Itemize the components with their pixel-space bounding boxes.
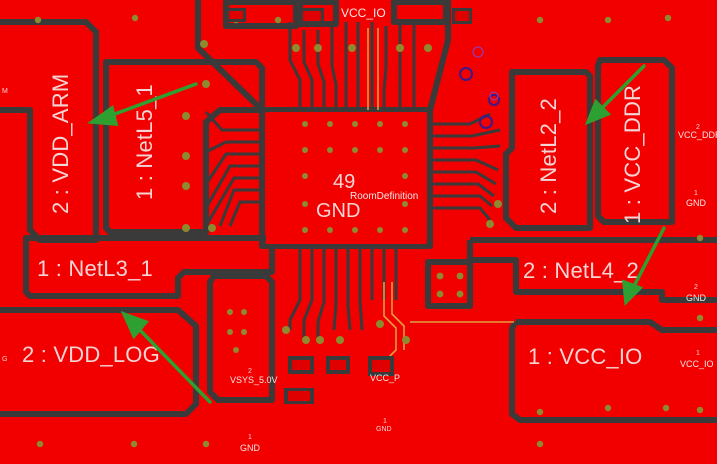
right-vcc-io-pin-number: 1 <box>696 350 700 357</box>
ic-pin-number: 49 <box>333 171 356 193</box>
net-label-netl2: 2 : NetL2_2 <box>536 98 561 214</box>
vsys-label: VSYS_5.0V <box>230 375 278 385</box>
right-vcc-ddr-pin-number: 2 <box>696 124 700 131</box>
gnd-bottom2-pin-number: 1 <box>383 418 387 425</box>
net-label-vcc-io: 1 : VCC_IO <box>528 344 643 369</box>
top-vcc-io-label: VCC_IO <box>341 6 386 20</box>
net-label-vcc-ddr: 1 : VCC_DDR <box>620 84 645 224</box>
net-label-netl5: 1 : NetL5_1 <box>132 84 157 200</box>
right-vcc-io-label: VCC_IO <box>680 359 714 369</box>
room-definition-label[interactable]: RoomDefinition <box>350 191 419 202</box>
left-edge-m-label: M <box>2 88 8 95</box>
right-gnd1-pin-number: 1 <box>694 190 698 197</box>
net-label-vdd-arm: 2 : VDD_ARM <box>48 73 73 214</box>
net-label-vdd-log: 2 : VDD_LOG <box>22 342 160 367</box>
net-label-netl3: 1 : NetL3_1 <box>37 256 153 281</box>
right-vcc-ddr-label: VCC_DDR <box>678 130 717 140</box>
gnd-bottom-pin-number: 1 <box>248 434 252 441</box>
vcc-p-label: VCC_P <box>370 373 401 383</box>
left-edge-g-label: G <box>2 356 8 363</box>
gnd-bottom2-label: GND <box>376 426 392 433</box>
ic-ground-label: GND <box>316 200 361 222</box>
vsys-pin-number: 2 <box>248 368 252 375</box>
net-label-netl4: 2 : NetL4_2 <box>523 258 639 283</box>
right-gnd2-label: GND <box>686 293 706 303</box>
gnd-bottom-label: GND <box>240 443 260 453</box>
right-gnd1-label: GND <box>686 198 706 208</box>
right-gnd2-pin-number: 2 <box>694 284 698 291</box>
